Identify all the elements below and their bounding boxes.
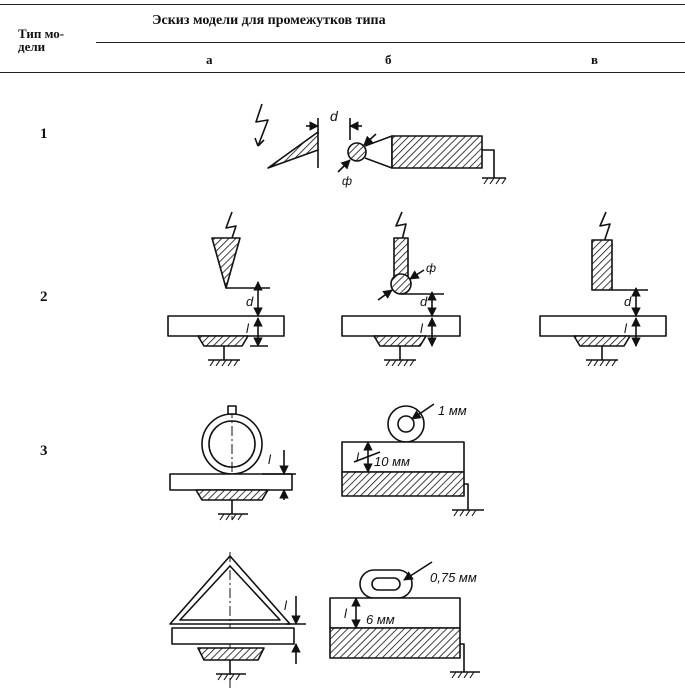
row3b-mm10-label: 10 мм <box>374 454 410 469</box>
row2b-sketch <box>341 211 461 367</box>
row4a-l-label: l <box>284 598 288 613</box>
row2b-d-label: d <box>420 294 428 309</box>
row2b-phi-label: ф <box>426 261 436 275</box>
header-bottom-rule <box>0 72 685 73</box>
row2v-d-label: d <box>624 294 632 309</box>
col-type-header: Тип мо- дели <box>18 26 65 54</box>
row3b-l-label: l <box>356 450 360 465</box>
row-number-2: 2 <box>40 289 48 305</box>
header-mid-rule <box>96 42 685 43</box>
row4a-sketch <box>169 552 306 688</box>
subcol-v: в <box>591 52 599 67</box>
subcol-a: а <box>206 52 213 67</box>
subcol-b: б <box>385 52 392 67</box>
row2b-l-label: l <box>420 321 424 336</box>
row4b-mm075-label: 0,75 мм <box>430 570 477 585</box>
row2a-d-label: d <box>246 294 254 309</box>
row4b-sketch <box>329 561 480 679</box>
row3b-sketch <box>341 403 484 517</box>
row3a-sketch <box>169 405 296 521</box>
row2a-sketch <box>167 211 285 367</box>
row1-phi-label: ф <box>342 174 352 188</box>
row2v-l-label: l <box>624 321 628 336</box>
row2a-l-label: l <box>246 321 250 336</box>
row-number-3: 3 <box>40 443 48 459</box>
row4b-l-label: l <box>344 606 348 621</box>
table-top-rule <box>0 4 685 5</box>
row2v-sketch <box>539 211 667 367</box>
row1-d-label: d <box>330 108 339 124</box>
row4b-mm6-label: 6 мм <box>366 612 395 627</box>
row3a-l-label: l <box>268 452 272 467</box>
row-number-1: 1 <box>40 126 48 142</box>
row3b-mm1-label: 1 мм <box>438 403 467 418</box>
row1-sketch <box>254 103 507 185</box>
sketch-header: Эскиз модели для промежутков типа <box>152 13 386 28</box>
